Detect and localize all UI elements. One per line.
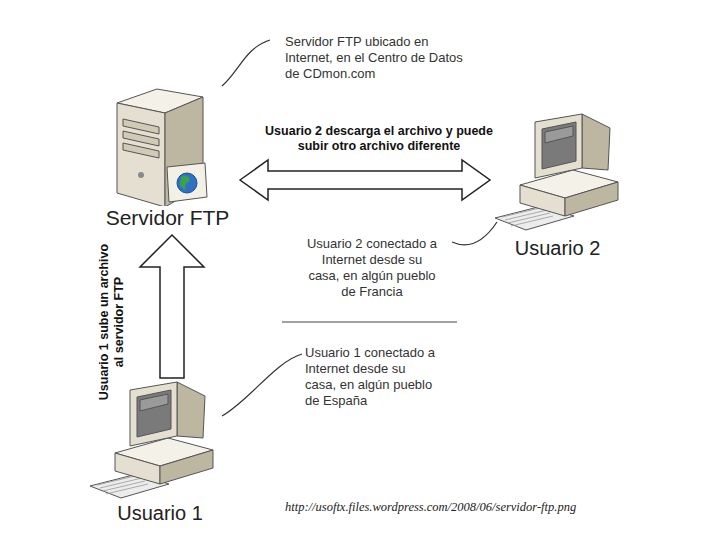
keyboard-keys [511, 216, 553, 226]
arrow-label: Usuario 2 descarga el archivo y puede su… [250, 124, 508, 154]
node-label: Usuario 2 [490, 237, 625, 260]
monitor-screen [137, 390, 171, 437]
keyboard-keys [106, 484, 148, 494]
monitor-side [177, 382, 205, 438]
computer-node: Usuario 2 [490, 110, 625, 262]
folder-icon [167, 163, 207, 202]
monitor-side [582, 114, 610, 170]
drive-bay [123, 143, 159, 158]
case-front [520, 185, 565, 216]
globe-icon [177, 173, 197, 193]
case-front [115, 453, 160, 484]
monitor-front [130, 382, 177, 446]
callout-note: Usuario 2 conectado a Internet desde su … [306, 236, 438, 300]
globe-land [180, 176, 190, 191]
callout-note: Servidor FTP ubicado en Internet, en el … [285, 34, 465, 82]
node-label: Servidor FTP [95, 206, 240, 230]
power-button [138, 172, 144, 178]
server-icon [95, 85, 240, 206]
source-url: http://usoftx.files.wordpress.com/2008/0… [285, 500, 665, 515]
screen-glare [140, 394, 168, 411]
monitor-screen [542, 122, 576, 169]
computer-icon [490, 110, 625, 237]
block-arrow [240, 160, 490, 200]
leader-line [222, 40, 270, 86]
monitor-front [535, 114, 582, 178]
case-side [565, 182, 618, 216]
leader-line [452, 222, 497, 245]
callout-note: Usuario 1 conectado a Internet desde su … [305, 345, 437, 409]
block-arrow [140, 235, 204, 378]
arrow-label: Usuario 1 sube un archivo al servidor FT… [97, 242, 127, 402]
node-label: Usuario 1 [85, 502, 235, 525]
server-node: Servidor FTP [95, 85, 240, 235]
leader-line [222, 354, 302, 416]
screen-glare [545, 126, 573, 143]
separator-line [282, 321, 457, 322]
computer-node: Usuario 1 [85, 378, 235, 528]
case-side [160, 450, 213, 484]
server-front [117, 103, 165, 206]
